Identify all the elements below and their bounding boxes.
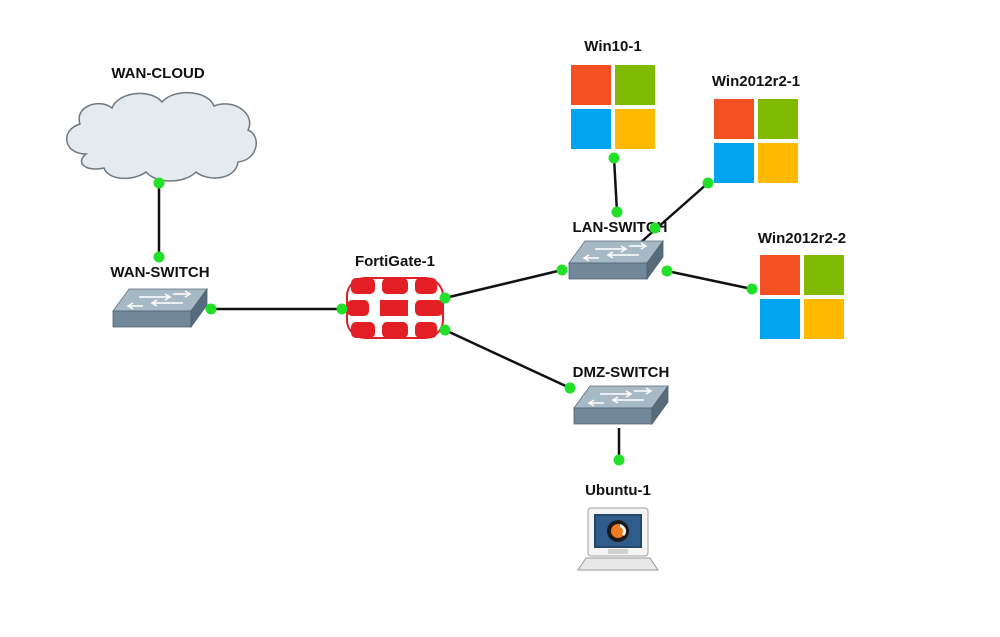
node-label-win2012r2-1: Win2012r2-1 (712, 73, 800, 90)
qemu-monitor-icon (577, 507, 659, 571)
link-fortigate-1-to-lan-switch[interactable] (444, 268, 563, 300)
port-dot-win10-1[interactable] (608, 152, 620, 164)
windows-logo-icon (571, 65, 655, 149)
port-dot-lan-switch[interactable] (661, 265, 673, 277)
node-lan-switch[interactable]: LAN-SWITCH (568, 219, 668, 281)
port-dot-win2012r2-2[interactable] (746, 283, 758, 295)
node-fortigate-1[interactable]: FortiGate-1 (346, 253, 444, 339)
node-win10-1[interactable]: Win10-1 (571, 38, 655, 149)
link-fortigate-1-to-dmz-switch[interactable] (444, 328, 571, 390)
link-lan-switch-to-win2012r2-1[interactable] (639, 182, 709, 244)
fortigate-icon (346, 277, 444, 339)
cloud-icon (65, 91, 258, 182)
node-dmz-switch[interactable]: DMZ-SWITCH (573, 364, 670, 426)
node-label-wan-cloud: WAN-CLOUD (111, 65, 204, 82)
node-label-wan-switch: WAN-SWITCH (110, 264, 209, 281)
port-dot-fortigate-1[interactable] (336, 303, 348, 315)
node-wan-switch[interactable]: WAN-SWITCH (110, 264, 210, 329)
port-dot-fortigate-1[interactable] (439, 324, 451, 336)
node-label-ubuntu-1: Ubuntu-1 (585, 482, 651, 499)
switch-icon (112, 287, 208, 329)
port-dot-wan-switch[interactable] (205, 303, 217, 315)
node-label-win2012r2-2: Win2012r2-2 (758, 230, 846, 247)
node-win2012r2-2[interactable]: Win2012r2-2 (758, 230, 846, 339)
switch-icon (573, 384, 669, 426)
node-win2012r2-1[interactable]: Win2012r2-1 (712, 73, 800, 183)
node-label-dmz-switch: DMZ-SWITCH (573, 364, 670, 381)
node-label-win10-1: Win10-1 (584, 38, 641, 55)
link-lan-switch-to-win10-1[interactable] (612, 157, 619, 213)
switch-icon (568, 239, 664, 281)
port-dot-lan-switch[interactable] (649, 222, 661, 234)
port-dot-lan-switch[interactable] (556, 264, 568, 276)
port-dot-dmz-switch[interactable] (613, 454, 625, 466)
node-label-lan-switch: LAN-SWITCH (573, 219, 668, 236)
links-layer (157, 157, 753, 460)
port-dot-wan-cloud[interactable] (153, 177, 165, 189)
windows-logo-icon (714, 99, 798, 183)
node-ubuntu-1[interactable]: Ubuntu-1 (577, 482, 659, 571)
node-label-fortigate-1: FortiGate-1 (355, 253, 435, 270)
windows-logo-icon (760, 255, 844, 339)
port-dot-fortigate-1[interactable] (439, 292, 451, 304)
port-dot-lan-switch[interactable] (611, 206, 623, 218)
ports-layer (153, 152, 758, 466)
link-lan-switch-to-win2012r2-2[interactable] (666, 269, 753, 291)
port-dot-wan-switch[interactable] (153, 251, 165, 263)
port-dot-dmz-switch[interactable] (564, 382, 576, 394)
nodes-layer: WAN-CLOUD WAN-SWITCH FortiGate-1 LAN-SWITCH… (65, 38, 846, 571)
node-wan-cloud[interactable]: WAN-CLOUD (65, 65, 258, 182)
port-dot-win2012r2-1[interactable] (702, 177, 714, 189)
